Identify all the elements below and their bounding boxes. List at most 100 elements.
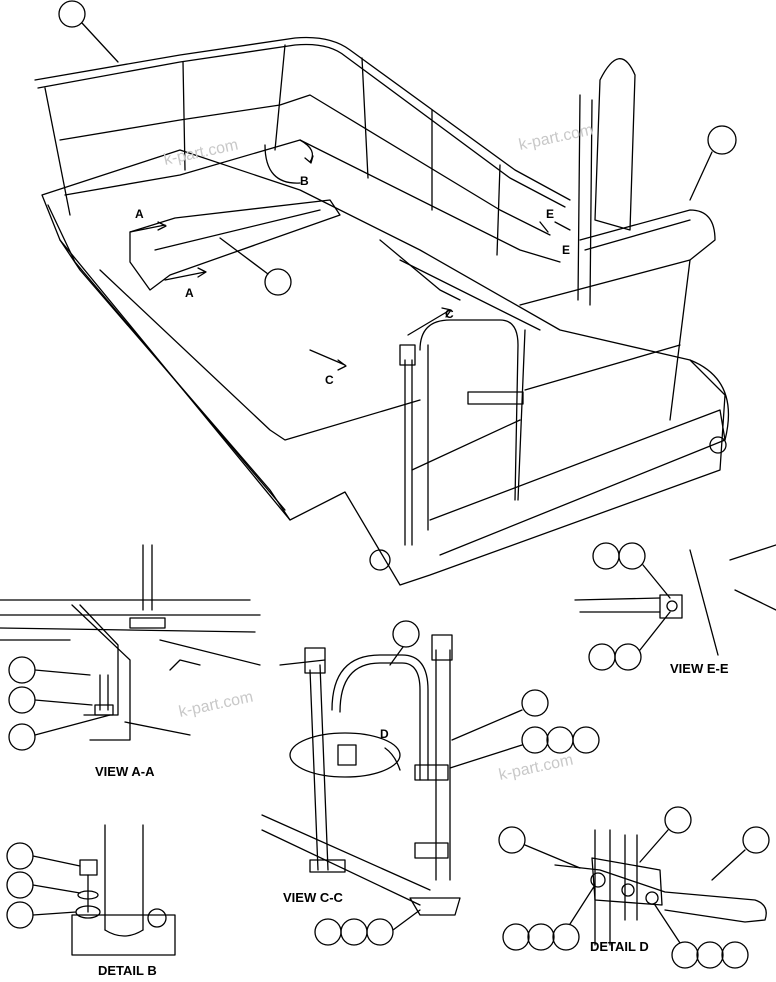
- callout: [614, 643, 642, 671]
- callout: [6, 871, 34, 899]
- watermark: k-part.com: [497, 752, 574, 784]
- end-light: [369, 549, 391, 571]
- callout: [527, 923, 555, 951]
- washer: [77, 890, 99, 900]
- latch: [337, 744, 357, 766]
- cut-line-c: [309, 349, 347, 371]
- callout: [8, 723, 36, 751]
- nut: [94, 704, 114, 716]
- view-aa-label: VIEW A-A: [95, 764, 155, 779]
- view-b-arrow: [264, 139, 314, 184]
- hinge-2: [414, 842, 449, 859]
- deck-side: [59, 239, 291, 521]
- watermark: k-part.com: [162, 137, 239, 169]
- bolt-head: [79, 859, 98, 876]
- callout: [707, 125, 737, 155]
- section-letter-c: C: [445, 307, 454, 321]
- watermark: k-part.com: [517, 122, 594, 154]
- latch-body: [591, 857, 663, 906]
- callout: [618, 542, 646, 570]
- view-e-arrow: [539, 221, 571, 233]
- angle-bracket: [71, 604, 131, 741]
- callout: [552, 923, 580, 951]
- bolt: [666, 600, 678, 612]
- detail-b-label: DETAIL B: [98, 963, 157, 977]
- hline: [0, 627, 256, 633]
- post: [44, 87, 71, 216]
- bolt-3: [645, 891, 659, 905]
- callouts: [6, 0, 770, 969]
- deck-edge: [47, 204, 286, 511]
- callout: [8, 656, 36, 684]
- callout: [588, 643, 616, 671]
- end-beam-2: [689, 359, 729, 441]
- callout: [392, 620, 420, 648]
- left-post: [309, 664, 329, 871]
- detail-d-drawing: [554, 829, 767, 946]
- deck-frame: [379, 239, 461, 301]
- view-ee-label: VIEW E-E: [670, 661, 729, 676]
- post: [689, 549, 719, 656]
- nut-2: [147, 908, 167, 928]
- callout: [8, 686, 36, 714]
- callout: [572, 726, 600, 754]
- watermark: k-part.com: [177, 689, 254, 721]
- callout: [340, 918, 368, 946]
- detail-d-label: DETAIL D: [590, 939, 649, 954]
- callout: [664, 806, 692, 834]
- bolt-2: [621, 883, 635, 897]
- view-cc-drawing: [261, 634, 461, 916]
- bolt: [99, 674, 109, 711]
- post: [594, 829, 611, 946]
- callout: [314, 918, 342, 946]
- base-plate: [71, 914, 176, 956]
- ladder-post: [577, 94, 593, 306]
- wire: [124, 721, 191, 736]
- callout: [366, 918, 394, 946]
- top-rail: [279, 659, 326, 666]
- deck-plate-line: [154, 209, 321, 251]
- end-beam: [429, 409, 726, 556]
- gate-mid-rail: [411, 419, 521, 471]
- section-letter-d: D: [380, 727, 389, 741]
- callout: [696, 941, 724, 969]
- deck-plate: [129, 199, 341, 291]
- post-base: [129, 617, 166, 629]
- gate-cap: [399, 344, 416, 366]
- rear-handrail-mid: [59, 94, 551, 236]
- rear-handrail-top: [34, 36, 571, 201]
- rail: [574, 597, 661, 613]
- base-plate-2: [309, 859, 346, 873]
- clamp: [659, 594, 683, 619]
- post-curve: [104, 929, 144, 937]
- cut-line-a: [129, 221, 167, 233]
- hinge: [414, 764, 449, 781]
- section-letter-a: A: [135, 207, 144, 221]
- deck-floor-inner: [99, 269, 421, 441]
- detail-b-drawing: [71, 824, 176, 956]
- platform-assembly: [34, 36, 729, 586]
- rear-handrail-top-2: [37, 43, 566, 208]
- post: [274, 44, 286, 151]
- right-cap: [431, 634, 453, 661]
- detail-d-circle: [289, 732, 401, 778]
- view-cc-label: VIEW C-C: [283, 890, 344, 905]
- gate-loop-inner: [339, 662, 421, 781]
- plate: [159, 639, 261, 671]
- gate-frame: [419, 319, 519, 501]
- bolt: [590, 872, 606, 888]
- d-arrow: [384, 747, 401, 771]
- right-handrail-2: [584, 219, 691, 251]
- end-hole: [709, 436, 727, 454]
- deck-outline: [41, 149, 726, 586]
- section-letter-b: B: [300, 174, 309, 188]
- right-handrail: [519, 209, 716, 306]
- cut-line-a-2: [164, 267, 207, 281]
- section-letter-e: E: [562, 243, 570, 257]
- base-plate: [409, 897, 461, 916]
- gate-loop: [331, 654, 429, 781]
- callout: [592, 542, 620, 570]
- post: [182, 61, 186, 171]
